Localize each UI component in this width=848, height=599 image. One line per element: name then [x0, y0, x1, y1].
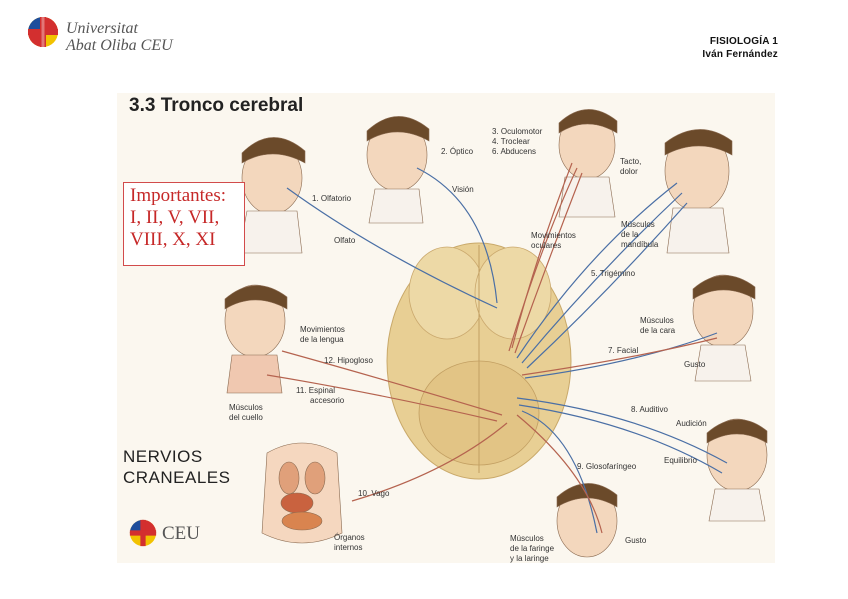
label-gusto-2: Gusto [625, 536, 647, 545]
figure-title: 3.3 Tronco cerebral [129, 95, 304, 116]
label-hipogloso: 12. Hipogloso [324, 356, 373, 365]
label-faringe-1: Músculos [510, 534, 544, 543]
label-olfato: Olfato [334, 236, 356, 245]
label-glosofaringeo: 9. Glosofaríngeo [577, 462, 637, 471]
label-trigemino: 5. Trigémino [591, 269, 636, 278]
label-vago: 10. Vago [358, 489, 390, 498]
university-line2: Abat Oliba CEU [66, 37, 173, 54]
course-info: FISIOLOGÍA 1 Iván Fernández [702, 35, 778, 61]
university-line1: Universitat [66, 20, 138, 37]
label-faringe-2: de la faringe [510, 544, 555, 553]
subtitle-line1: NERVIOS [123, 447, 203, 466]
important-line2: VIII, X, XI [130, 229, 216, 250]
label-facial: 7. Facial [608, 346, 639, 355]
label-mov-lengua-1: Movimientos [300, 325, 345, 334]
head-trigemino [664, 129, 733, 254]
label-mov-lengua-2: de la lengua [300, 335, 344, 344]
head-facial [692, 274, 756, 382]
university-logo-icon [28, 17, 58, 47]
subtitle-line2: CRANEALES [123, 468, 231, 487]
university-name: Universitat Abat Oliba CEU [66, 20, 173, 54]
label-mov-oculares-2: oculares [531, 241, 562, 250]
label-vision: Visión [452, 185, 474, 194]
label-mandibula-1: Músculos [621, 220, 655, 229]
label-mov-oculares-1: Movimientos [531, 231, 576, 240]
label-cara-2: de la cara [640, 326, 676, 335]
label-tacto-1: Tacto, [620, 157, 642, 166]
label-auditivo: 8. Auditivo [631, 405, 668, 414]
ceu-logo-icon [129, 519, 157, 547]
course-title: FISIOLOGÍA 1 [709, 36, 778, 47]
label-cara-1: Músculos [640, 316, 674, 325]
head-olfatorio [238, 137, 306, 254]
label-espinal-1: 11. Espinal [296, 386, 335, 395]
label-faringe-3: y la laringe [510, 554, 549, 563]
cranial-nerves-diagram [224, 109, 768, 558]
label-mandibula-3: mandíbula [621, 240, 659, 249]
label-organos-1: Órganos [334, 533, 365, 542]
label-abducens: 6. Abducens [492, 147, 537, 156]
label-cuello-2: del cuello [229, 413, 263, 422]
ceu-logo-text: CEU [162, 523, 200, 544]
important-label: Importantes: [130, 185, 227, 206]
sensory-nerves [286, 167, 728, 534]
head-optico [366, 116, 430, 224]
head-oculomotor [558, 109, 618, 218]
label-oculomotor: 3. Oculomotor [492, 127, 543, 136]
label-cuello-1: Músculos [229, 403, 263, 412]
head-hipogloso [224, 284, 288, 394]
label-espinal-2: accesorio [310, 396, 345, 405]
label-troclear: 4. Troclear [492, 137, 530, 146]
label-optico: 2. Óptico [441, 147, 474, 156]
important-line1: I, II, V, VII, [130, 207, 220, 228]
label-tacto-2: dolor [620, 167, 638, 176]
motor-nerves [266, 162, 718, 534]
author-name: Iván Fernández [702, 49, 778, 60]
important-nerves-box: Importantes: I, II, V, VII, VIII, X, XI [123, 182, 245, 266]
label-organos-2: internos [334, 543, 363, 552]
label-audicion: Audición [676, 419, 707, 428]
label-mandibula-2: de la [621, 230, 639, 239]
label-equilibrio: Equilibrio [664, 456, 697, 465]
label-gusto-1: Gusto [684, 360, 706, 369]
label-olfatorio: 1. Olfatorio [312, 194, 352, 203]
figure-subtitle: NERVIOS CRANEALES [123, 446, 230, 488]
torso-organs [261, 442, 343, 544]
